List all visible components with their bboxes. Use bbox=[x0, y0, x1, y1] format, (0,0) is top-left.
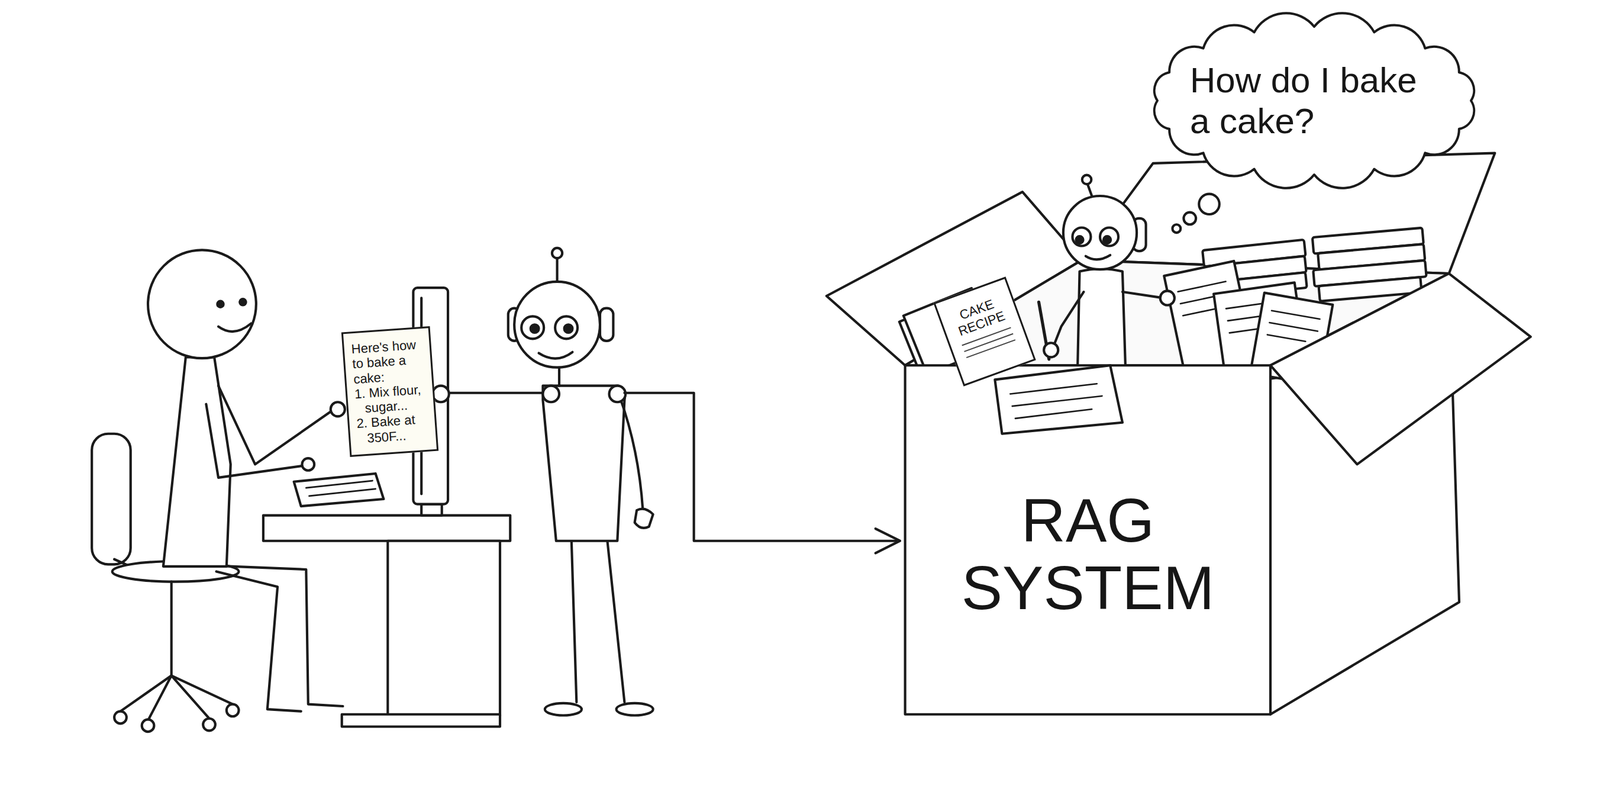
rag-robot bbox=[1063, 175, 1175, 370]
thought-dots bbox=[1172, 194, 1219, 234]
stick-person bbox=[217, 301, 224, 308]
stick-person bbox=[301, 457, 315, 471]
office-chair bbox=[170, 581, 173, 676]
stick-person bbox=[147, 249, 257, 358]
rag-robot bbox=[1082, 175, 1092, 185]
keyboard bbox=[294, 473, 385, 506]
stick-person bbox=[330, 401, 345, 416]
rag-robot bbox=[1072, 227, 1091, 246]
office-chair bbox=[226, 704, 240, 717]
stick-person bbox=[205, 404, 306, 478]
cloud-outline bbox=[1136, 5, 1492, 196]
helper-robot bbox=[609, 385, 627, 403]
helper-robot bbox=[539, 352, 573, 359]
helper-robot bbox=[557, 367, 561, 386]
recipe-document: CAKE RECIPE bbox=[933, 276, 1036, 386]
sketch-illustration bbox=[91, 153, 1531, 732]
rag-robot bbox=[1100, 227, 1119, 246]
box-label: RAG SYSTEM bbox=[946, 486, 1231, 622]
scribble-line bbox=[963, 332, 1014, 352]
helper-robot bbox=[544, 702, 582, 716]
desk bbox=[342, 714, 500, 727]
rag-robot bbox=[1122, 291, 1164, 298]
keyboard bbox=[294, 473, 385, 506]
office-chair bbox=[202, 718, 216, 731]
paper-sheets bbox=[1267, 310, 1321, 344]
office-chair bbox=[91, 433, 131, 565]
stick-person bbox=[218, 385, 333, 465]
request-arrow bbox=[624, 392, 896, 541]
desk bbox=[387, 540, 500, 717]
stick-person bbox=[218, 323, 251, 332]
rag-robot bbox=[1087, 184, 1092, 196]
writing-paper bbox=[1043, 342, 1058, 357]
helper-robot bbox=[514, 281, 600, 368]
stick-person bbox=[181, 563, 343, 706]
rag-robot bbox=[1160, 290, 1175, 305]
helper-robot bbox=[542, 385, 560, 403]
helper-robot bbox=[634, 508, 654, 528]
box-front bbox=[905, 273, 1531, 715]
office-chair bbox=[142, 718, 155, 732]
helper-robot bbox=[564, 324, 573, 333]
desk bbox=[263, 515, 511, 541]
book-stack bbox=[1310, 227, 1428, 302]
note-step: 2. Bake at 350F... bbox=[356, 411, 429, 447]
keyboard bbox=[305, 480, 376, 496]
office-chair bbox=[120, 675, 233, 721]
cloud-outline bbox=[1154, 13, 1474, 188]
box-front bbox=[905, 365, 1271, 715]
rag-robot bbox=[1103, 236, 1111, 244]
helper-robot bbox=[555, 315, 578, 339]
helper-robot bbox=[530, 324, 540, 333]
helper-robot bbox=[616, 702, 654, 716]
helper-robot bbox=[432, 385, 450, 403]
helper-robot bbox=[432, 247, 653, 716]
box-front bbox=[1270, 273, 1531, 464]
writing-paper bbox=[1052, 291, 1084, 350]
office-chair bbox=[114, 711, 127, 724]
rag-system-box: RAG SYSTEM CAKE RECIPE bbox=[822, 147, 1539, 719]
thought-text: How do I bake a cake? bbox=[1189, 59, 1439, 142]
stick-person bbox=[147, 249, 345, 711]
helper-robot bbox=[600, 308, 614, 341]
writing-paper bbox=[994, 365, 1123, 434]
rag-robot bbox=[1075, 236, 1083, 244]
thought-dots bbox=[1198, 194, 1219, 215]
note-paper: Here's how to bake a cake:1. Mix flour, … bbox=[341, 326, 439, 457]
helper-robot bbox=[619, 395, 644, 511]
rag-robot bbox=[1063, 195, 1137, 270]
writing-paper bbox=[1010, 383, 1102, 419]
note-heading: Here's how to bake a cake: bbox=[350, 336, 425, 387]
helper-robot bbox=[521, 315, 544, 339]
request-arrow bbox=[624, 392, 900, 554]
helper-robot bbox=[449, 391, 550, 395]
request-arrow bbox=[875, 528, 900, 553]
note-step: 1. Mix flour, sugar... bbox=[353, 381, 427, 417]
thought-dots bbox=[1172, 224, 1181, 233]
scribble-line bbox=[966, 339, 1016, 358]
thought-dots bbox=[1183, 212, 1196, 225]
helper-robot bbox=[571, 538, 625, 702]
thought-bubble: How do I bake a cake? bbox=[1136, 5, 1492, 196]
helper-robot bbox=[556, 259, 559, 282]
helper-robot bbox=[542, 385, 625, 541]
stick-person bbox=[216, 571, 302, 711]
desk bbox=[263, 515, 511, 727]
document-title: CAKE RECIPE bbox=[946, 292, 1012, 341]
rag-robot bbox=[1077, 268, 1126, 370]
helper-robot bbox=[552, 247, 563, 258]
stick-person bbox=[239, 298, 246, 305]
computer-monitor bbox=[421, 504, 442, 516]
rag-robot bbox=[1085, 255, 1111, 260]
